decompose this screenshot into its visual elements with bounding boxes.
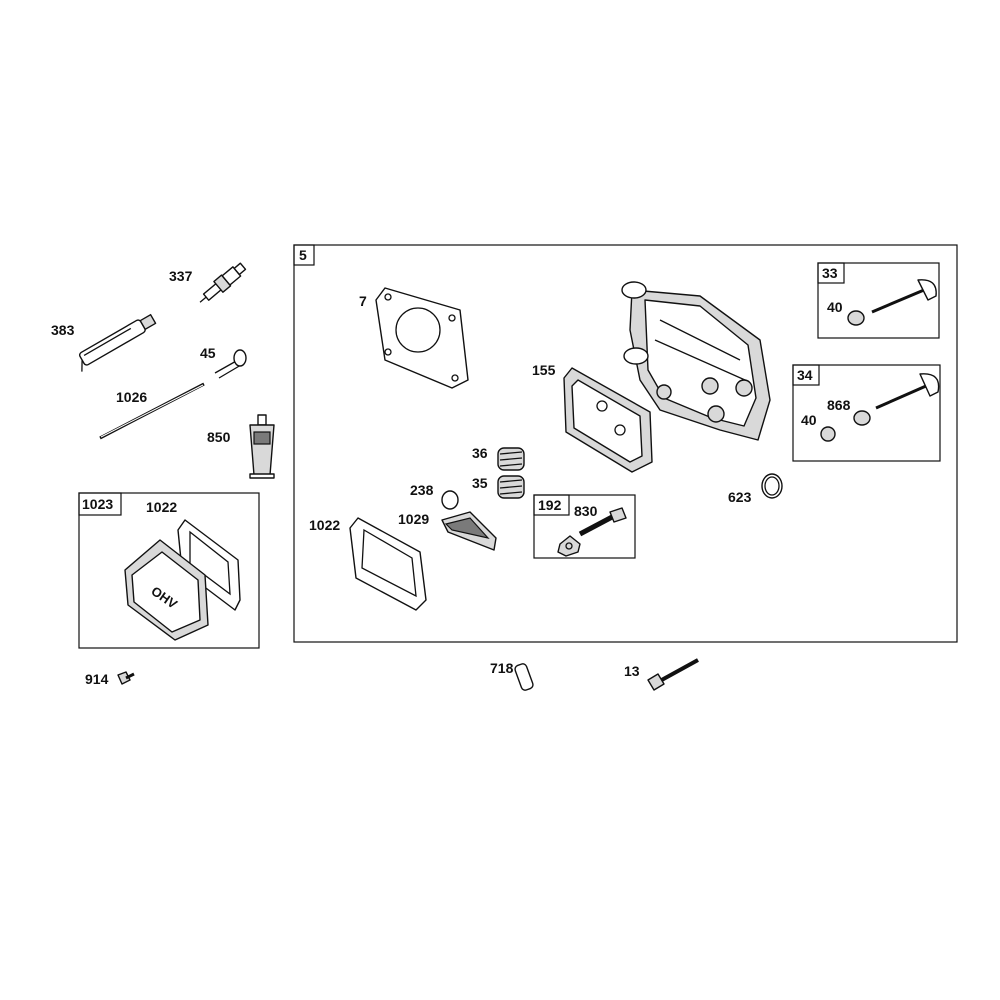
valve-cover-part: OHV	[124, 539, 209, 641]
callout-head-bolt: 13	[624, 663, 640, 679]
breather-fitting-part	[578, 507, 627, 537]
exhaust-valve-part	[871, 279, 937, 314]
exhaust-valve-box-tag: 33	[822, 265, 838, 281]
callout-guide-plate: 1029	[398, 511, 429, 527]
main-box-tag: 5	[299, 247, 307, 263]
intake-keeper-part	[820, 426, 836, 442]
spark-plug-part	[199, 262, 247, 303]
o-ring-part	[761, 473, 783, 499]
callout-intake-keeper: 40	[801, 412, 817, 428]
breather-box-tag: 192	[538, 497, 562, 513]
valve-cover-box: 1023	[78, 492, 260, 649]
rocker-plate-part	[563, 367, 653, 473]
intake-valve-box-tag: 34	[797, 367, 813, 383]
callout-intake-retainer: 868	[827, 397, 851, 413]
callout-cover-gasket-outer: 1022	[146, 499, 177, 515]
valve-spring-upper-part	[497, 447, 525, 471]
callout-valve-spring-upper: 36	[472, 445, 488, 461]
callout-cover-screw: 914	[85, 671, 109, 687]
pushrod-part	[99, 382, 205, 440]
callout-valve-seal: 238	[410, 482, 434, 498]
breather-nut-part	[557, 535, 581, 557]
callout-breather-fitting: 830	[574, 503, 598, 519]
main-assembly-box: 5	[293, 244, 958, 643]
intake-valve-box: 34	[792, 364, 941, 462]
pushrod-guide-part	[214, 349, 247, 379]
rocker-cover-gasket-part	[349, 517, 427, 611]
callout-cylinder-gasket: 7	[359, 293, 367, 309]
valve-cover-box-tag: 1023	[82, 496, 113, 512]
cover-screw-part	[117, 671, 135, 685]
callout-cylinder-head: 155	[532, 362, 556, 378]
head-bolt-part	[647, 658, 699, 691]
guide-plate-part	[441, 511, 497, 551]
callout-spark-plug: 337	[169, 268, 193, 284]
callout-pushrod: 1026	[116, 389, 147, 405]
intake-retainer-part	[853, 410, 871, 426]
exhaust-keeper-part	[847, 310, 865, 326]
cover-gasket-part	[177, 519, 241, 611]
valve-seal-part	[441, 490, 459, 510]
exhaust-valve-box: 33	[817, 262, 940, 339]
breather-box: 192	[533, 494, 636, 559]
callout-o-ring: 623	[728, 489, 752, 505]
dowel-pin-part	[514, 663, 534, 691]
callout-dowel-pin: 718	[490, 660, 514, 676]
spark-plug-wrench-part	[78, 313, 157, 372]
callout-valve-spring-lower: 35	[472, 475, 488, 491]
callout-rocker-cover-gasket: 1022	[309, 517, 340, 533]
sealant-tube-part	[249, 414, 275, 479]
callout-exhaust-keeper: 40	[827, 299, 843, 315]
callout-pushrod-guide: 45	[200, 345, 216, 361]
cylinder-head-part	[621, 281, 771, 441]
callout-sealant-tube: 850	[207, 429, 231, 445]
valve-spring-lower-part	[497, 475, 525, 499]
intake-valve-part	[875, 373, 940, 410]
callout-spark-plug-wrench: 383	[51, 322, 75, 338]
cylinder-gasket-part	[375, 287, 469, 389]
